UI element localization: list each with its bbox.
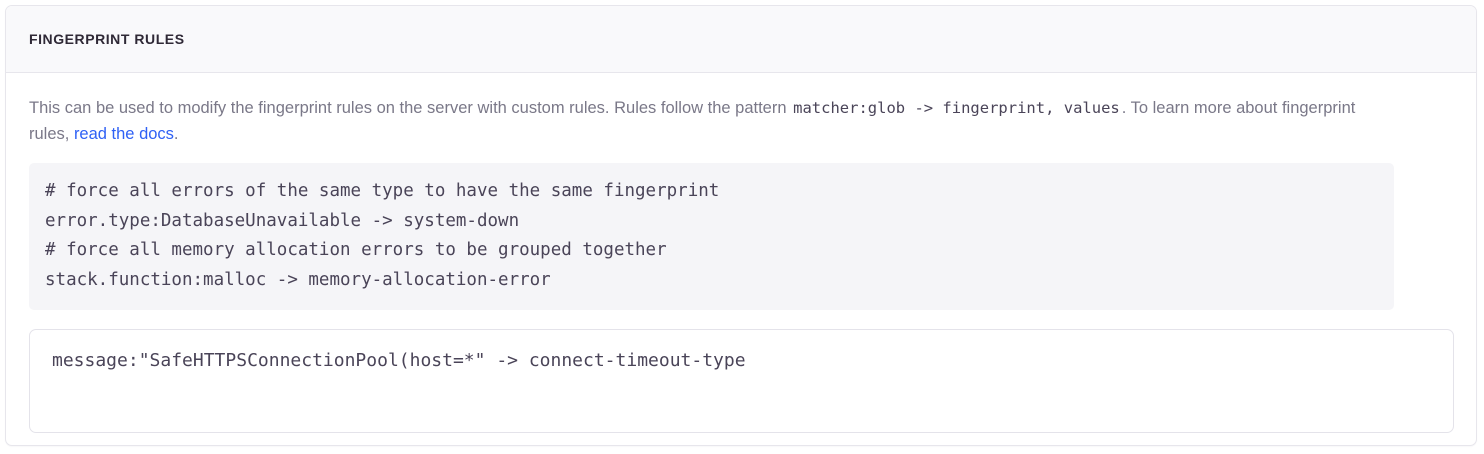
example-code-block: # force all errors of the same type to h… <box>29 163 1394 310</box>
description-text-after-code: . To learn more about fingerprint rules, <box>29 99 1356 143</box>
page-title: FINGERPRINT RULES <box>29 31 185 47</box>
description-text-end: . <box>173 125 179 143</box>
example-code-text: # force all errors of the same type to h… <box>45 181 720 290</box>
panel-body: This can be used to modify the fingerpri… <box>6 73 1476 433</box>
panel-description: This can be used to modify the fingerpri… <box>29 95 1389 147</box>
read-the-docs-link[interactable]: read the docs <box>73 125 174 143</box>
description-text-before-code: This can be used to modify the fingerpri… <box>29 99 792 117</box>
panel-header: FINGERPRINT RULES <box>6 6 1476 73</box>
inline-code-pattern: matcher:glob -> fingerprint, values <box>793 99 1120 117</box>
fingerprint-rules-input[interactable] <box>29 329 1454 433</box>
fingerprint-rules-panel: FINGERPRINT RULES This can be used to mo… <box>5 5 1477 446</box>
